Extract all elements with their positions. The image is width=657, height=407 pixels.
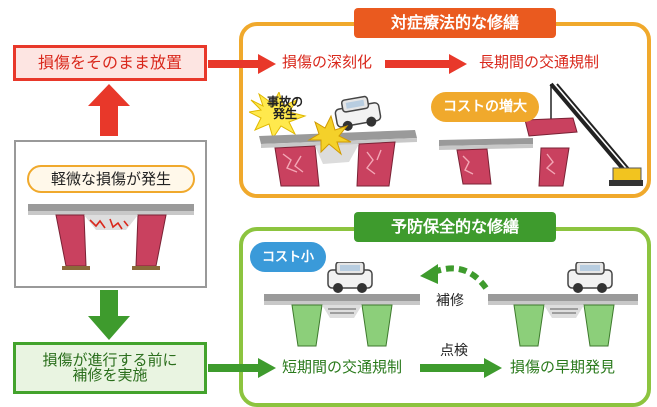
crane-bridge-icon bbox=[439, 82, 643, 187]
cost-increase-label: コストの増大 bbox=[443, 99, 527, 115]
minor-damage-pill: 軽微な損傷が発生 bbox=[27, 165, 195, 193]
accident-line2: 発生 bbox=[272, 107, 297, 121]
repair-line1: 損傷が進行する前に bbox=[42, 351, 178, 369]
cost-small-label: コスト小 bbox=[261, 249, 314, 265]
repair-label: 補修 bbox=[436, 293, 464, 309]
minor-damage-label: 軽微な損傷が発生 bbox=[50, 169, 171, 188]
arrow-icon bbox=[208, 54, 276, 74]
damaged-bridge-icon bbox=[249, 92, 417, 187]
corrective-title-text: 対症療法的な修繕 bbox=[390, 13, 519, 32]
neglect-label: 損傷をそのまま放置 bbox=[37, 53, 182, 72]
down-arrow-icon bbox=[88, 290, 130, 340]
repair-line2: 補修を実施 bbox=[72, 366, 148, 384]
up-arrow-icon bbox=[88, 84, 130, 136]
bridge-icon bbox=[28, 204, 194, 270]
inspection-label: 点検 bbox=[440, 343, 468, 359]
deepening-label: 損傷の深刻化 bbox=[282, 53, 373, 71]
cost-small-badge: コスト小 bbox=[250, 242, 326, 272]
healthy-bridge-icon bbox=[488, 262, 638, 347]
healthy-bridge-icon bbox=[264, 262, 420, 347]
cost-increase-badge: コストの増大 bbox=[431, 92, 539, 122]
preventive-title: 予防保全的な修繕 bbox=[354, 212, 556, 242]
preventive-title-text: 予防保全的な修繕 bbox=[390, 217, 519, 236]
early-detection-label: 損傷の早期発見 bbox=[510, 358, 616, 376]
repair-curved-arrow-icon bbox=[420, 264, 489, 290]
long-regulation-label: 長期間の交通規制 bbox=[479, 53, 600, 71]
accident-badge: 事故の 発生 bbox=[256, 88, 314, 128]
arrow-icon bbox=[208, 358, 276, 378]
arrow-icon bbox=[385, 54, 467, 74]
accident-line1: 事故の bbox=[266, 95, 303, 109]
short-regulation-label: 短期間の交通規制 bbox=[282, 358, 403, 376]
arrow-icon bbox=[420, 358, 502, 378]
repair-before-progress-box: 損傷が進行する前に 補修を実施 bbox=[13, 342, 207, 394]
corrective-title: 対症療法的な修繕 bbox=[354, 8, 556, 38]
neglect-box: 損傷をそのまま放置 bbox=[13, 45, 207, 81]
